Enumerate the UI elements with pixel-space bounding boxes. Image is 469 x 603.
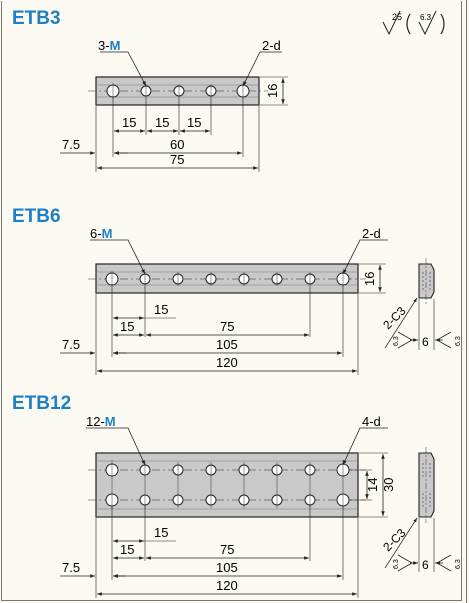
etb6-span-dim: 105 bbox=[216, 337, 238, 352]
etb3-end-hole-label: 2-d bbox=[262, 38, 281, 53]
etb12-end-hole-label: 4-d bbox=[362, 414, 381, 429]
etb6-drawing: 6-M 2-d 16 15 15 75 bbox=[60, 226, 462, 375]
etb12-height-inner: 14 bbox=[365, 478, 380, 492]
frame-right-edge bbox=[466, 0, 467, 603]
etb3-drawing: 3-M 2-d 16 15 15 15 bbox=[60, 38, 288, 172]
finish-specific-value: 6.3 bbox=[420, 13, 432, 22]
etb12-inner-dim: 15 bbox=[120, 542, 134, 557]
etb6-thickness-dim: 6 bbox=[422, 335, 429, 349]
etb12-plate bbox=[95, 452, 359, 518]
block-label-etb12: ETB12 bbox=[12, 393, 72, 414]
etb6-height-dim: 16 bbox=[362, 272, 377, 286]
etb3-pitch-2: 15 bbox=[155, 115, 169, 130]
etb12-rough-b: 6.3 bbox=[455, 559, 462, 569]
etb12-holes-label: 12-M bbox=[86, 414, 116, 429]
etb6-inner-dim: 15 bbox=[120, 319, 134, 334]
etb12-mid-dim: 75 bbox=[220, 542, 234, 557]
etb6-offset-dim: 7.5 bbox=[62, 337, 80, 352]
etb6-rough-b: 6.3 bbox=[455, 336, 462, 346]
etb6-pitch-dim: 15 bbox=[154, 302, 168, 317]
etb6-end-hole-label: 2-d bbox=[362, 226, 381, 241]
etb12-thickness-dim: 6 bbox=[422, 558, 429, 572]
block-label-etb3: ETB3 bbox=[12, 8, 61, 29]
etb12-rough-a: 6.3 bbox=[393, 559, 400, 569]
etb12-total-dim: 120 bbox=[216, 578, 238, 593]
etb3-offset-dim: 7.5 bbox=[62, 137, 80, 152]
etb12-pitch-dim: 15 bbox=[154, 525, 168, 540]
etb3-span-dim: 60 bbox=[170, 137, 184, 152]
etb6-mid-dim: 75 bbox=[220, 319, 234, 334]
block-label-etb6: ETB6 bbox=[12, 206, 61, 227]
etb3-pitch-3: 15 bbox=[187, 115, 201, 130]
etb6-plate bbox=[95, 263, 359, 294]
etb3-total-dim: 75 bbox=[170, 152, 184, 167]
etb6-holes-label: 6-M bbox=[90, 226, 112, 241]
etb12-span-dim: 105 bbox=[216, 560, 238, 575]
surface-finish-symbol: 25 6.3 bbox=[382, 10, 445, 36]
etb6-side-view: 2-C3 6 6.3 6.3 bbox=[380, 258, 462, 350]
etb3-pitch-1: 15 bbox=[122, 115, 136, 130]
etb12-height-outer: 30 bbox=[381, 478, 396, 492]
etb6-total-dim: 120 bbox=[216, 355, 238, 370]
etb12-drawing: 12-M 4-d 14 30 15 15 bbox=[60, 414, 462, 598]
frame-border bbox=[1, 1, 462, 601]
etb6-rough-a: 6.3 bbox=[393, 336, 400, 346]
etb3-height-dim: 16 bbox=[265, 84, 280, 98]
etb12-side-view: 2-C3 6 6.3 6.3 bbox=[380, 447, 462, 572]
etb12-offset-dim: 7.5 bbox=[62, 560, 80, 575]
etb12-chamfer-label: 2-C3 bbox=[380, 526, 409, 555]
etb3-holes-label: 3-M bbox=[98, 38, 120, 53]
finish-general-value: 25 bbox=[392, 12, 402, 22]
